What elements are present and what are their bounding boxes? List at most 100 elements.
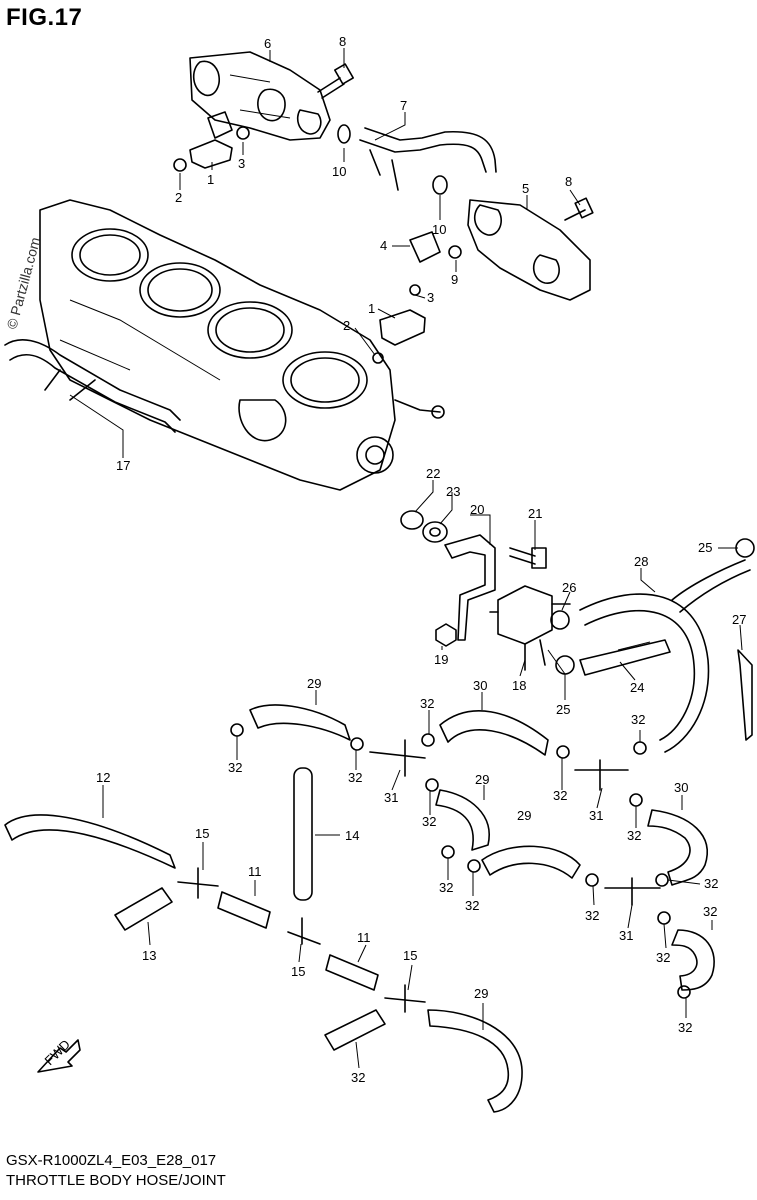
- callout-label: 3: [238, 156, 245, 171]
- callout-label: 8: [565, 174, 572, 189]
- callout-label: 11: [357, 930, 371, 945]
- leader-lines: [69, 48, 743, 1069]
- callout-label: 32: [627, 828, 641, 843]
- seal-23: [422, 521, 448, 543]
- callout-label: 2: [343, 318, 350, 333]
- hose-17: [4, 339, 181, 433]
- callout-label: 14: [345, 828, 359, 843]
- callout-label: 15: [291, 964, 305, 979]
- callout-label: 23: [446, 484, 460, 499]
- callout-label: 29: [307, 676, 321, 691]
- hose-12-left: [4, 814, 176, 869]
- callout-label: 5: [522, 181, 529, 196]
- hose-29-lower: [481, 845, 581, 879]
- callout-label: 1: [207, 172, 214, 187]
- fuel-delivery-pipe-upper: [189, 51, 331, 141]
- callout-label: 2: [175, 190, 182, 205]
- callout-label: 28: [634, 554, 648, 569]
- callout-label: 32: [704, 876, 718, 891]
- callout-label: 29: [475, 772, 489, 787]
- solenoid-valve: [489, 585, 571, 671]
- fwd-arrow-icon: FWD: [37, 1037, 81, 1073]
- callout-label: 32: [656, 950, 670, 965]
- injector-upper: [173, 111, 250, 172]
- callout-label: 11: [248, 864, 262, 879]
- hose-24: [579, 639, 671, 676]
- callout-label: 20: [470, 502, 484, 517]
- fuel-feed-hose: [337, 124, 497, 195]
- callout-label: 31: [384, 790, 398, 805]
- callout-labels: 6 8 7 1 3 2 10 10 8 5 4 9 3 1 2 17 22 23…: [96, 34, 746, 1085]
- callout-label: 32: [465, 898, 479, 913]
- callout-label: 1: [368, 301, 375, 316]
- hose-29-left: [249, 704, 351, 741]
- hose-28: [579, 559, 751, 753]
- callout-label: 32: [631, 712, 645, 727]
- callout-label: 6: [264, 36, 271, 51]
- hose-30-right: [647, 809, 708, 886]
- throttle-body-assembly: [39, 199, 445, 491]
- cap-22: [400, 510, 424, 530]
- watermark: © Partzilla.com: [3, 236, 43, 331]
- nut-19: [435, 623, 457, 647]
- tie-27: [737, 649, 753, 741]
- callout-label: 32: [420, 696, 434, 711]
- callout-label: 31: [589, 808, 603, 823]
- callout-label: 17: [116, 458, 130, 473]
- hose-13-left: [114, 887, 173, 931]
- hose-29-mid: [435, 789, 490, 851]
- joints-15: [177, 867, 426, 1013]
- hose-29-right: [671, 929, 715, 991]
- hose-12-right: [427, 1009, 523, 1113]
- injector-lower: [372, 231, 462, 364]
- callout-label: 10: [432, 222, 446, 237]
- callout-label: 32: [703, 904, 717, 919]
- callout-label: 32: [678, 1020, 692, 1035]
- fuel-delivery-pipe-lower: [467, 197, 594, 301]
- callout-label: 7: [400, 98, 407, 113]
- callout-label: 29: [517, 808, 531, 823]
- callout-label: 32: [422, 814, 436, 829]
- callout-label: 13: [142, 948, 156, 963]
- callout-label: 31: [619, 928, 633, 943]
- model-code: GSX-R1000ZL4_E03_E28_017: [6, 1152, 217, 1169]
- callout-label: 32: [585, 908, 599, 923]
- callout-label: 9: [451, 272, 458, 287]
- callout-label: 21: [528, 506, 542, 521]
- callout-label: 32: [553, 788, 567, 803]
- callout-label: 29: [474, 986, 488, 1001]
- bolt-21: [509, 547, 547, 569]
- bracket-20: [444, 534, 496, 641]
- hose-13-right: [324, 1009, 386, 1051]
- callout-label: 19: [434, 652, 448, 667]
- callout-label: 4: [380, 238, 387, 253]
- callout-label: 12: [96, 770, 110, 785]
- callout-label: 15: [403, 948, 417, 963]
- hose-11-left: [217, 891, 271, 929]
- callout-label: 25: [698, 540, 712, 555]
- callout-label: 18: [512, 678, 526, 693]
- callout-label: 10: [332, 164, 346, 179]
- clamps-25-26: [550, 538, 755, 675]
- callout-label: 32: [228, 760, 242, 775]
- callout-label: 26: [562, 580, 576, 595]
- callout-label: 15: [195, 826, 209, 841]
- callout-label: 32: [348, 770, 362, 785]
- callout-label: 27: [732, 612, 746, 627]
- callout-label: 22: [426, 466, 440, 481]
- callout-label: 8: [339, 34, 346, 49]
- figure-title: FIG.17: [6, 4, 83, 31]
- callout-label: 3: [427, 290, 434, 305]
- hose-11-right: [325, 954, 379, 991]
- bolt-upper: [317, 63, 354, 99]
- callout-label: 30: [473, 678, 487, 693]
- figure-caption: THROTTLE BODY HOSE/JOINT: [6, 1172, 226, 1189]
- callout-label: 32: [439, 880, 453, 895]
- joints-31: [369, 739, 661, 906]
- callout-label: 25: [556, 702, 570, 717]
- hose-14: [293, 767, 313, 901]
- callout-label: 24: [630, 680, 644, 695]
- callout-label: 30: [674, 780, 688, 795]
- hose-30-middle: [439, 710, 549, 756]
